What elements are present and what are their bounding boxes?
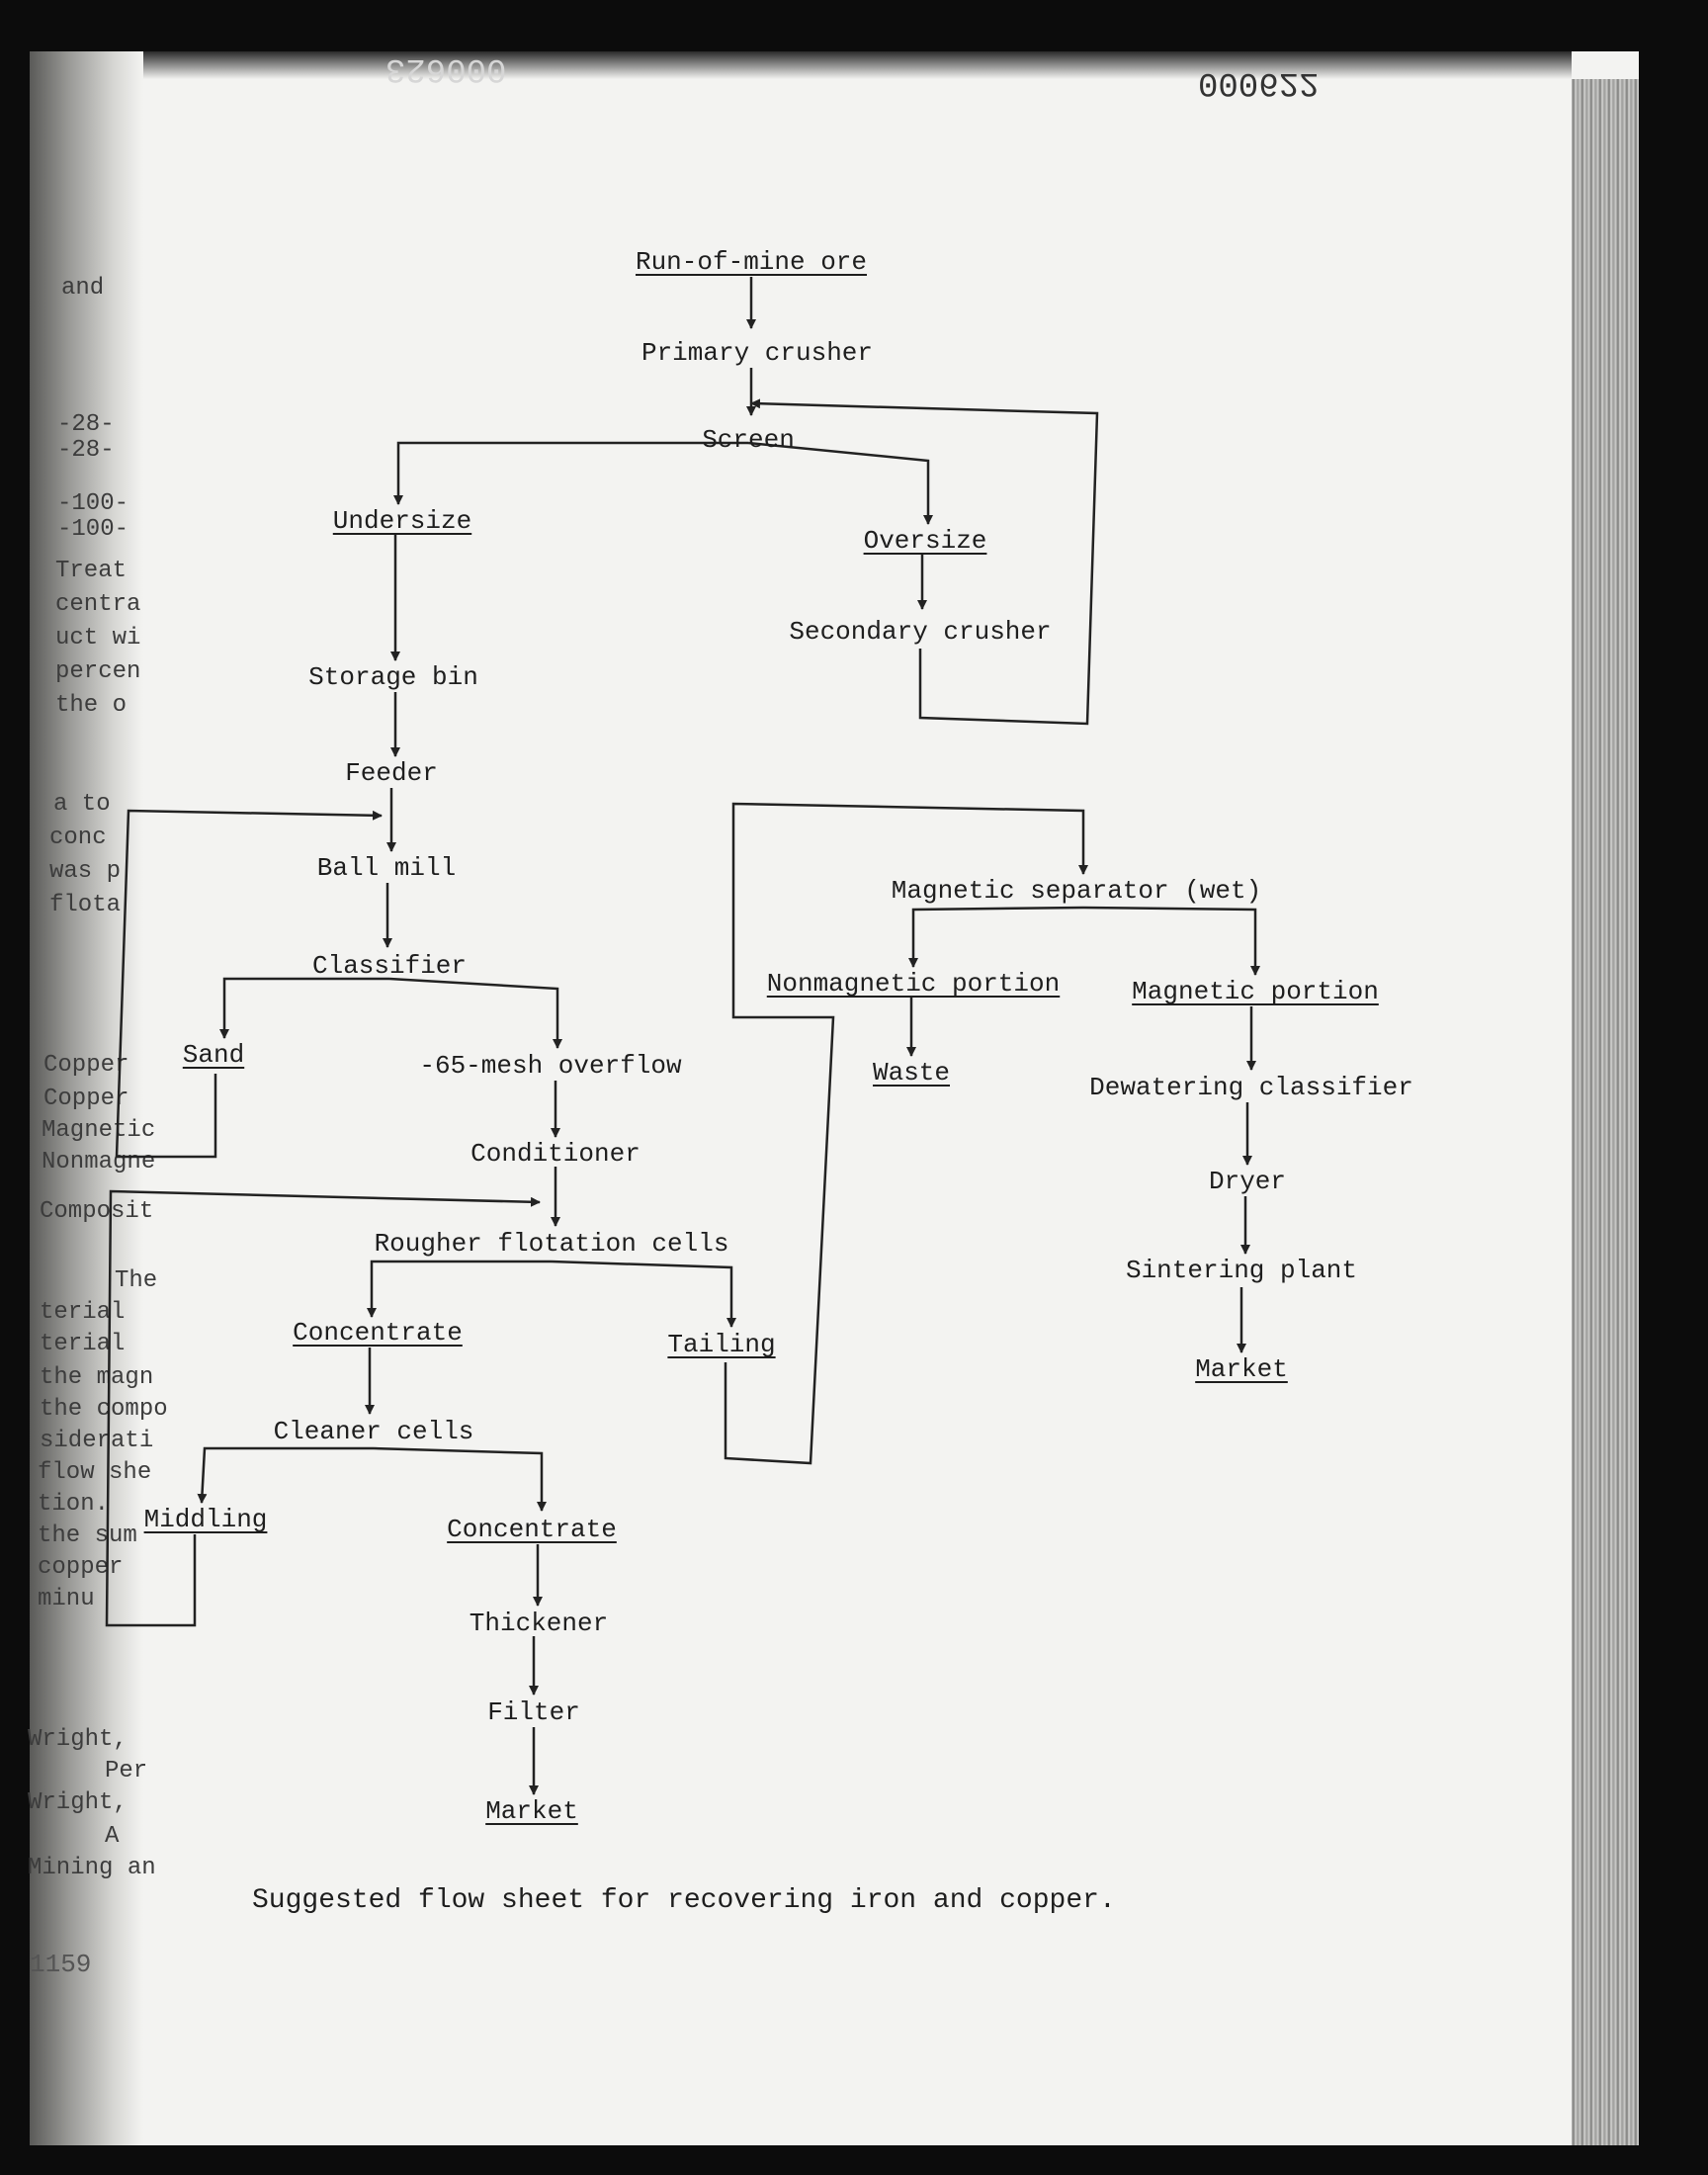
node-thickener: Thickener	[469, 1609, 609, 1638]
flow-arrow-magnetic-separator-to-nonmagnetic-portion	[908, 906, 1084, 968]
margin-fragment: A	[105, 1823, 120, 1850]
margin-fragment: the compo	[40, 1396, 168, 1423]
margin-fragment: uct wi	[55, 625, 141, 652]
flow-arrow-secondary-crusher-to-screen	[750, 398, 1099, 726]
margin-fragment: siderati	[40, 1428, 154, 1454]
flow-arrow-screen-to-oversize	[747, 441, 933, 525]
margin-fragment: minu	[38, 1586, 95, 1612]
node-concentrate-cleaner: Concentrate	[447, 1515, 617, 1544]
node-ball-mill: Ball mill	[316, 853, 457, 883]
node-waste: Waste	[872, 1058, 951, 1088]
node-cleaner-cells: Cleaner cells	[273, 1417, 474, 1446]
margin-fragment: was p	[49, 858, 122, 885]
node-tailing: Tailing	[667, 1330, 776, 1359]
node-magnetic-portion: Magnetic portion	[1132, 977, 1379, 1006]
margin-fragment: Mining an	[28, 1855, 156, 1881]
margin-fragment: centra	[55, 591, 141, 618]
flow-arrow-tailing-to-magnetic-separator	[724, 802, 1088, 1465]
margin-fragment: -28-	[57, 411, 115, 438]
node-storage-bin: Storage bin	[308, 662, 478, 692]
node-filter: Filter	[487, 1697, 580, 1727]
margin-fragment: tion.	[38, 1491, 110, 1518]
node-market-copper: Market	[485, 1796, 578, 1826]
margin-fragment: Composit	[40, 1198, 154, 1225]
node-magnetic-separator: Magnetic separator (wet)	[891, 876, 1262, 906]
binding-shadow	[30, 51, 143, 2145]
node-rougher-flotation-cells: Rougher flotation cells	[374, 1229, 729, 1259]
margin-fragment: the magn	[40, 1364, 154, 1391]
margin-fragment: terial	[40, 1331, 126, 1357]
flow-arrow-magnetic-separator-to-magnetic-portion	[1082, 906, 1260, 976]
node-nonmagnetic-portion: Nonmagnetic portion	[766, 969, 1061, 999]
node-primary-crusher: Primary crusher	[640, 338, 874, 368]
margin-fragment: the sum	[38, 1522, 137, 1549]
node-concentrate-rougher: Concentrate	[293, 1318, 463, 1348]
node-secondary-crusher: Secondary crusher	[789, 617, 1052, 647]
node-middling: Middling	[143, 1505, 268, 1534]
margin-fragment: Treat	[55, 558, 128, 584]
margin-fragment: and	[61, 275, 105, 302]
margin-fragment: Nonmagne	[42, 1149, 156, 1175]
flow-arrow-cleaner-cells-to-concentrate-2	[373, 1446, 547, 1512]
node-sand: Sand	[182, 1040, 245, 1070]
node-dewatering-classifier: Dewatering classifier	[1089, 1073, 1413, 1102]
margin-fragment: Magnetic	[42, 1117, 156, 1144]
document-page	[30, 51, 1639, 2145]
margin-fragment: flota	[49, 892, 122, 918]
node-conditioner: Conditioner	[470, 1139, 640, 1169]
node-oversize: Oversize	[863, 526, 987, 556]
flow-arrow-classifier-to-overflow	[388, 977, 562, 1049]
scan-top-shadow	[143, 51, 1572, 79]
folio-number: 1159	[30, 1950, 92, 1979]
margin-fragment: -100-	[57, 516, 129, 543]
margin-fragment: Copper	[43, 1086, 129, 1112]
node-dryer: Dryer	[1208, 1167, 1287, 1196]
margin-fragment: percen	[55, 658, 141, 685]
node-feeder: Feeder	[345, 758, 438, 788]
margin-fragment: the o	[55, 692, 128, 719]
margin-fragment: copper	[38, 1554, 124, 1581]
flow-arrow-screen-to-undersize	[393, 441, 748, 505]
node-undersize: Undersize	[332, 506, 472, 536]
margin-fragment: Wright,	[28, 1726, 128, 1753]
margin-fragment: Wright,	[28, 1789, 128, 1816]
margin-fragment: a to	[53, 791, 111, 818]
node-screen: Screen	[702, 425, 795, 455]
node-classifier: Classifier	[311, 951, 468, 981]
flow-arrow-cleaner-cells-to-middling	[197, 1446, 374, 1504]
flow-arrow-classifier-to-sand	[219, 977, 389, 1039]
flow-arrow-rougher-to-tailing	[551, 1260, 736, 1328]
margin-fragment: Per	[105, 1758, 148, 1784]
flow-arrow-rougher-to-concentrate-1	[367, 1260, 552, 1318]
margin-fragment: The	[115, 1267, 158, 1294]
node-overflow: -65-mesh overflow	[419, 1051, 682, 1081]
node-market-iron: Market	[1195, 1354, 1288, 1384]
margin-fragment: -28-	[57, 437, 115, 464]
margin-fragment: Copper	[43, 1052, 129, 1079]
flow-arrow-sand-to-ball-mill	[115, 809, 383, 1159]
figure-caption: Suggested flow sheet for recovering iron…	[252, 1885, 1116, 1916]
node-sintering-plant: Sintering plant	[1125, 1256, 1358, 1285]
margin-fragment: flow she	[38, 1459, 152, 1486]
margin-fragment: conc	[49, 825, 107, 851]
node-run-of-mine-ore: Run-of-mine ore	[635, 247, 868, 277]
margin-fragment: -100-	[57, 490, 129, 517]
flow-arrow-middling-to-rougher	[105, 1189, 541, 1627]
page-stack-edge	[1572, 79, 1639, 2145]
